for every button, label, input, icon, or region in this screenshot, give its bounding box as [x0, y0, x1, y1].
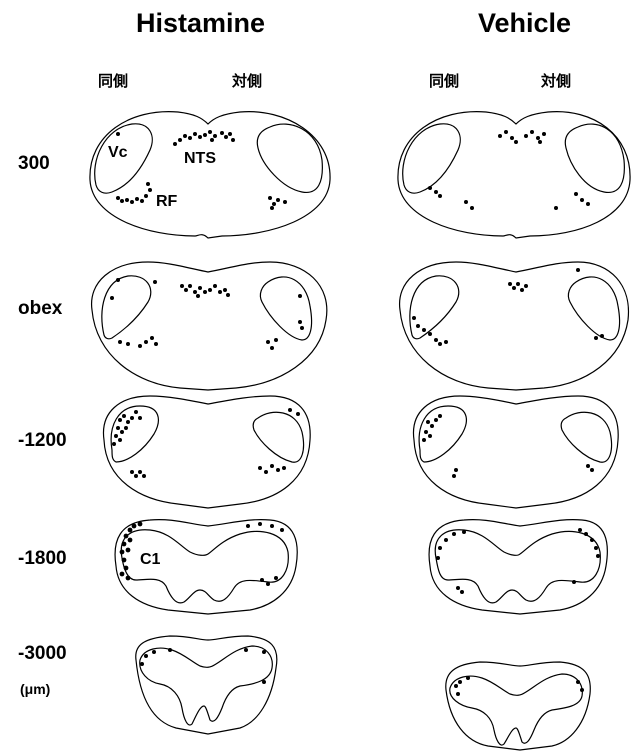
vc-outline: [253, 412, 303, 462]
vc-outline: [568, 277, 619, 340]
vc-outline: [260, 277, 311, 340]
nts-label: NTS: [184, 150, 216, 168]
histamine-dots-3000: [140, 648, 266, 684]
vc-outline: [419, 406, 466, 462]
vc-outline: [565, 124, 624, 192]
gray-matter-outline: [140, 646, 273, 725]
c1-label: C1: [140, 551, 160, 569]
vc-outline: [403, 124, 461, 193]
vc-outline: [561, 412, 611, 462]
vehicle-dots-1200: [422, 414, 594, 478]
vc-outline: [410, 276, 459, 339]
gray-matter-outline: [435, 530, 600, 603]
vc-outline: [102, 276, 151, 339]
vc-outline: [257, 124, 322, 192]
vehicle-dots-1800: [436, 528, 600, 594]
section-outline: [400, 262, 629, 390]
histamine-dots-300: [116, 130, 287, 210]
vehicle-dots-3000: [454, 676, 584, 696]
vehicle-dots-obex: [412, 268, 604, 346]
section-outline: [398, 112, 630, 238]
gray-matter-outline: [450, 674, 583, 745]
vc-outline: [111, 406, 158, 462]
rf-label: RF: [156, 193, 177, 211]
section-outline: [136, 636, 277, 734]
vc-label: Vc: [108, 144, 128, 162]
histamine-dots-1200: [112, 408, 300, 478]
